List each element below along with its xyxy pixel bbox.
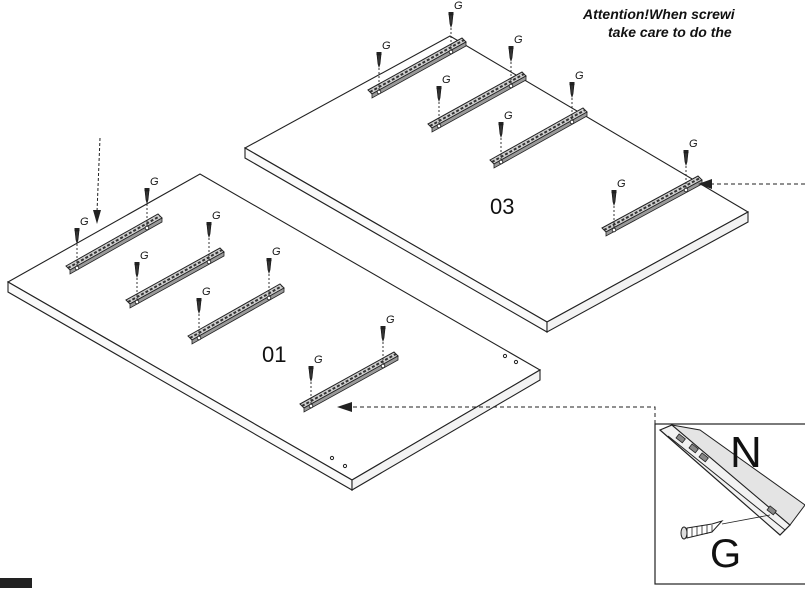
leader-arrow-01: [337, 402, 656, 424]
drawer-rail: [299, 351, 399, 413]
screw-label: G: [514, 34, 523, 46]
insert-arrow: [93, 137, 101, 224]
screw-icon: G: [380, 314, 395, 369]
screw-icon: G: [134, 250, 149, 305]
screw-icon: G: [144, 176, 159, 231]
detail-box: [654, 423, 805, 585]
screw-icon: G: [569, 70, 584, 125]
screw-icon: G: [611, 178, 626, 233]
screw-label: G: [575, 70, 584, 82]
hole: [342, 463, 348, 469]
drawer-rail: [601, 175, 703, 237]
screw-label: G: [272, 246, 281, 258]
screw-label: G: [80, 216, 89, 228]
screw-icon: G: [196, 286, 211, 341]
part-label-03: 03: [490, 194, 515, 219]
detail-screw: [680, 514, 771, 540]
screw-icon: G: [498, 110, 513, 165]
detail-label-n: N: [730, 428, 762, 477]
screw-icon: G: [74, 216, 89, 271]
drawer-rail: [367, 37, 467, 99]
hole: [329, 455, 335, 461]
screw-icon: G: [448, 0, 463, 55]
screw-icon: G: [683, 138, 698, 193]
screw-label: G: [442, 74, 451, 86]
part-label-01: 01: [262, 342, 287, 367]
hole: [513, 359, 519, 365]
screw-label: G: [140, 250, 149, 262]
screw-label: G: [617, 178, 626, 190]
screw-label: G: [150, 176, 159, 188]
screw-icon: G: [266, 246, 281, 301]
screw-label: G: [386, 314, 395, 326]
attention-note-line1: Attention!When screwi: [583, 6, 735, 22]
screw-label: G: [689, 138, 698, 150]
drawer-rail: [489, 107, 588, 169]
clipped-glyph: [0, 578, 32, 588]
screw-label: G: [314, 354, 323, 366]
drawer-rail: [187, 283, 285, 345]
drawer-rail: [125, 247, 225, 309]
screw-label: G: [212, 210, 221, 222]
screw-icon: G: [376, 40, 391, 95]
rails-group: G G G G G G G G G G G G G G G G: [65, 0, 703, 413]
drawer-rail: [427, 71, 527, 133]
screw-icon: G: [508, 34, 523, 89]
hole: [502, 353, 508, 359]
screw-label: G: [454, 0, 463, 12]
leader-arrow-03: [698, 179, 805, 189]
detail-label-g: G: [710, 532, 742, 576]
screw-icon: G: [436, 74, 451, 129]
screw-label: G: [202, 286, 211, 298]
screw-icon: G: [206, 210, 221, 265]
panel-03-side-edge: [546, 211, 749, 333]
screw-label: G: [382, 40, 391, 52]
panel-01-side-edge: [351, 369, 541, 491]
screw-label: G: [504, 110, 513, 122]
screw-icon: G: [308, 354, 323, 409]
drawer-rail: [65, 213, 163, 275]
attention-note-line2: take care to do the: [608, 24, 732, 40]
